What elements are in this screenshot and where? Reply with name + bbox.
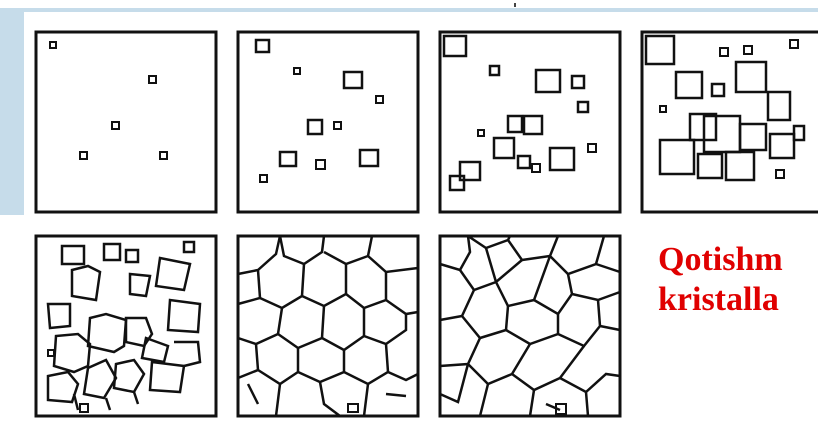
diagram-caption: Qotishm kristalla [658, 240, 818, 320]
panel-1-drawing [34, 30, 218, 214]
top-strip [0, 0, 818, 8]
panel-6-drawing [236, 234, 420, 418]
crystallization-panel-5 [34, 234, 218, 418]
dot-mark [514, 3, 516, 7]
panel-3-drawing [438, 30, 622, 214]
panel-2-drawing [236, 30, 420, 214]
panel-4-drawing [640, 30, 818, 214]
crystallization-panel-1 [34, 30, 218, 214]
panel-5-drawing [34, 234, 218, 418]
crystallization-panel-7 [438, 234, 622, 418]
crystallization-panel-2 [236, 30, 420, 214]
crystallization-panel-4 [640, 30, 818, 214]
caption-line-2: kristalla [658, 280, 818, 320]
panel-7-drawing [438, 234, 622, 418]
caption-line-1: Qotishm [658, 240, 818, 280]
crystallization-panel-6 [236, 234, 420, 418]
crystallization-panel-3 [438, 30, 622, 214]
diagram-area [24, 12, 818, 428]
